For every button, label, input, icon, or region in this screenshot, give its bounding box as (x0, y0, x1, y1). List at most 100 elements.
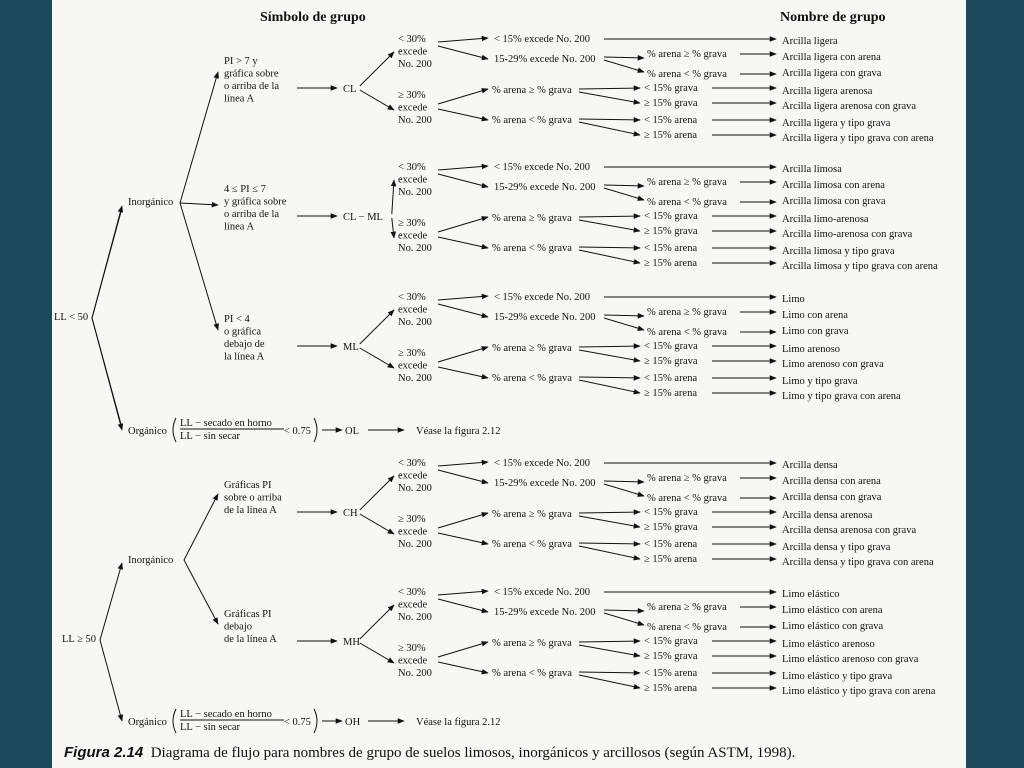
flow-arrow (437, 173, 489, 189)
header-group-symbol: Símbolo de grupo (260, 10, 366, 25)
flow-arrow (359, 513, 395, 535)
flow-arrow (437, 661, 489, 675)
condition-label: de la línea A (224, 634, 277, 645)
group-name: Limo con arena (782, 310, 848, 321)
group-name: Arcilla ligera (782, 36, 838, 47)
group-name: Arcilla ligera con grava (782, 68, 882, 79)
ge15-gravel-label: ≥ 15% grava (644, 226, 698, 237)
flow-arrow (578, 91, 641, 105)
ratio-condition: < 0.75 (284, 717, 311, 728)
group-name: Limo elástico arenoso (782, 639, 875, 650)
fines-ge30-label: excede (398, 361, 427, 372)
figure-caption: Figura 2.14 Diagrama de flujo para nombr… (64, 744, 795, 762)
flow-arrow (578, 644, 641, 658)
ge15-sand-label: ≥ 15% arena (644, 258, 697, 269)
group-name: Limo elástico con arena (782, 605, 883, 616)
caption-text: Diagrama de flujo para nombres de grupo … (150, 745, 796, 761)
ge15-sand-label: ≥ 15% arena (644, 388, 697, 399)
fines-ge30-label: No. 200 (398, 243, 432, 254)
condition-label: sobre o arriba (224, 493, 282, 504)
flow-arrow (437, 641, 489, 658)
flow-arrow (578, 213, 641, 219)
group-symbol-label: CL (343, 84, 356, 95)
fines-15-29-label: 15-29% excede No. 200 (494, 54, 595, 65)
flow-arrow (359, 642, 395, 664)
flow-arrow (437, 45, 489, 61)
flow-arrow (603, 55, 645, 61)
ge15-sand-label: ≥ 15% arena (644, 683, 697, 694)
flow-arrow (183, 559, 219, 625)
fines-lt30-label: < 30% (398, 292, 426, 303)
fines-lt15-label: < 15% excede No. 200 (494, 292, 590, 303)
root-ll-low-label: LL < 50 (54, 312, 88, 323)
flow-arrow (91, 317, 124, 431)
fines-lt30-label: No. 200 (398, 59, 432, 70)
condition-label: 4 ≤ PI ≤ 7 (224, 184, 266, 195)
fines-lt30-label: excede (398, 305, 427, 316)
ge15-gravel-label: ≥ 15% grava (644, 98, 698, 109)
condition-label: y gráfica sobre (224, 197, 287, 208)
sand-ge-gravel-label: % arena ≥ % grava (492, 343, 572, 354)
group-name: Arcilla densa (782, 460, 838, 471)
condition-label: Gráficas PI (224, 609, 272, 620)
flow-arrow (359, 51, 395, 87)
fines-lt15-label: < 15% excede No. 200 (494, 587, 590, 598)
fines-lt30-label: excede (398, 175, 427, 186)
flow-arrow (603, 612, 645, 626)
lt15-sand-label: < 15% arena (644, 668, 697, 679)
fines-lt30-label: < 30% (398, 162, 426, 173)
document-page: Símbolo de grupo Nombre de grupo PI > 7 … (52, 0, 966, 768)
group-name: Arcilla ligera y tipo grava (782, 118, 891, 129)
group-name: Limo elástico arenoso con grava (782, 654, 919, 665)
flow-arrow (437, 293, 489, 301)
group-name: Limo elástico (782, 589, 839, 600)
flow-arrow (578, 249, 641, 265)
group-name: Arcilla limosa y tipo grava con arena (782, 261, 938, 272)
flow-arrow (437, 469, 489, 485)
sand-lt-gravel-label: % arena < % grava (647, 197, 727, 208)
flow-arrow (603, 313, 645, 319)
flow-arrow (603, 608, 645, 614)
group-name: Arcilla densa arenosa (782, 510, 873, 521)
flow-arrow (578, 219, 641, 233)
flow-arrow (390, 217, 397, 239)
lt15-sand-label: < 15% arena (644, 539, 697, 550)
lt15-gravel-label: < 15% grava (644, 211, 698, 222)
group-symbol-label: OH (345, 717, 361, 728)
lt15-gravel-label: < 15% grava (644, 83, 698, 94)
group-name: Limo con grava (782, 326, 849, 337)
flowchart: Símbolo de grupo Nombre de grupo PI > 7 … (54, 10, 938, 734)
fines-lt30-label: No. 200 (398, 187, 432, 198)
sand-ge-gravel-label: % arena ≥ % grava (492, 638, 572, 649)
flow-arrow (437, 35, 489, 43)
fines-ge30-label: excede (398, 103, 427, 114)
group-name: Arcilla ligera arenosa con grava (782, 101, 916, 112)
condition-label: gráfica sobre (224, 69, 279, 80)
fines-lt30-label: < 30% (398, 587, 426, 598)
root-ll-high-label: LL ≥ 50 (62, 634, 96, 645)
group-name: Arcilla limo-arenosa (782, 214, 869, 225)
lt15-gravel-label: < 15% grava (644, 341, 698, 352)
group-name: Limo arenoso con grava (782, 359, 884, 370)
fines-lt30-label: No. 200 (398, 317, 432, 328)
flow-arrow (603, 183, 645, 189)
sand-ge-gravel-label: % arena ≥ % grava (647, 307, 727, 318)
flow-arrow (603, 479, 645, 485)
sand-lt-gravel-label: % arena < % grava (647, 69, 727, 80)
group-symbol-label: ML (343, 342, 359, 353)
ge15-gravel-label: ≥ 15% grava (644, 356, 698, 367)
sand-ge-gravel-label: % arena ≥ % grava (647, 49, 727, 60)
group-name: Limo y tipo grava con arena (782, 391, 901, 402)
ge15-sand-label: ≥ 15% arena (644, 554, 697, 565)
flow-arrow (578, 117, 641, 123)
ratio-denominator: LL − sin secar (180, 722, 241, 733)
ge15-gravel-label: ≥ 15% grava (644, 651, 698, 662)
group-name: Limo elástico y tipo grava (782, 671, 893, 682)
fines-ge30-label: excede (398, 231, 427, 242)
sand-lt-gravel-label: % arena < % grava (492, 373, 572, 384)
flow-arrow (437, 598, 489, 614)
flow-arrow (179, 202, 219, 331)
ratio-condition: < 0.75 (284, 426, 311, 437)
flow-arrow (359, 347, 395, 369)
group-name: Arcilla densa y tipo grava (782, 542, 891, 553)
